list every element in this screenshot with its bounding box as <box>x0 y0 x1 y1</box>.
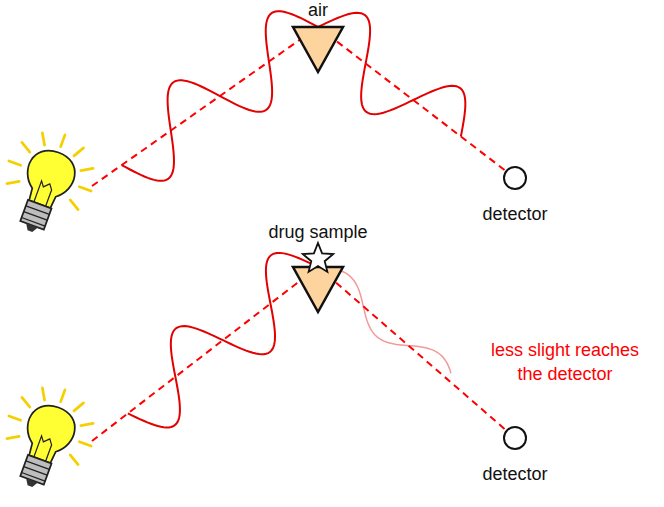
sample-prism: air <box>288 0 348 76</box>
bulb-tip <box>24 478 38 488</box>
detector-circle <box>504 427 526 449</box>
incident-beam <box>92 27 318 186</box>
light-path <box>318 267 506 430</box>
detector-node: detector <box>477 425 553 485</box>
light-path <box>318 27 505 171</box>
reaction-burst <box>303 243 333 272</box>
weakened-wave <box>318 267 451 373</box>
incident-beam <box>92 267 318 441</box>
sample-label: air <box>308 0 328 20</box>
bulb-base <box>20 455 51 485</box>
detector-outline <box>502 165 528 191</box>
sample-label: drug sample <box>268 222 367 242</box>
bulb-tip <box>24 223 38 233</box>
light-rays <box>1 120 106 212</box>
incident-wave <box>128 253 318 428</box>
prism-shape <box>293 27 343 72</box>
detector-circle <box>504 167 526 189</box>
incident-wave <box>122 11 318 181</box>
sample-prism: drug sample <box>263 222 373 316</box>
prism-outline <box>290 20 346 76</box>
bulb-thread <box>22 206 50 226</box>
bulb-thread <box>22 461 50 481</box>
detector-label: detector <box>482 203 547 225</box>
detector-label: detector <box>482 463 547 485</box>
prism-shape <box>293 267 343 312</box>
note-label: less slight reaches the detector <box>485 338 645 386</box>
bulb-base <box>20 200 51 230</box>
detector-outline <box>502 425 528 451</box>
detector-node: detector <box>477 165 553 225</box>
prism-outline <box>290 242 346 316</box>
light-rays <box>1 375 106 467</box>
